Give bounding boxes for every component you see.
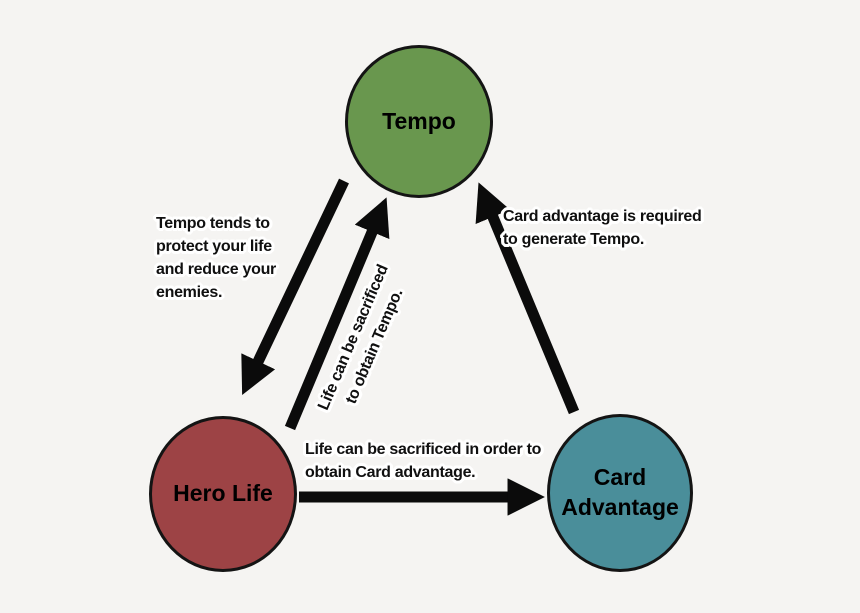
node-tempo: Tempo [345, 45, 493, 198]
label-line: to generate Tempo. [503, 231, 644, 248]
node-card-advantage: Card Advantage [547, 414, 693, 572]
label-line: obtain Card advantage. [305, 464, 476, 481]
arrow-tempo-to-hero-life [241, 178, 349, 396]
node-card-advantage-label: Card Advantage [561, 464, 679, 520]
label-line: enemies. [156, 284, 223, 301]
arrow-card-advantage-to-tempo [475, 182, 580, 415]
label-line: Tempo tends to [156, 215, 270, 232]
node-tempo-label: Tempo [382, 107, 456, 134]
node-hero-life-label: Hero Life [173, 480, 273, 507]
label-line: Life can be sacrificed in order to [305, 441, 542, 458]
edge-label-card-advantage-to-tempo: Card advantage is required to generate T… [503, 205, 702, 251]
label-line: and reduce your [156, 261, 276, 278]
edge-label-tempo-to-hero-life: Tempo tends to protect your life and red… [156, 212, 276, 304]
edge-label-hero-life-to-card-advantage: Life can be sacrificed in order to obtai… [305, 438, 541, 484]
node-hero-life: Hero Life [149, 416, 297, 572]
arrow-hero-life-to-tempo [284, 197, 390, 431]
label-line: protect your life [156, 238, 272, 255]
label-line: Card advantage is required [503, 208, 702, 225]
